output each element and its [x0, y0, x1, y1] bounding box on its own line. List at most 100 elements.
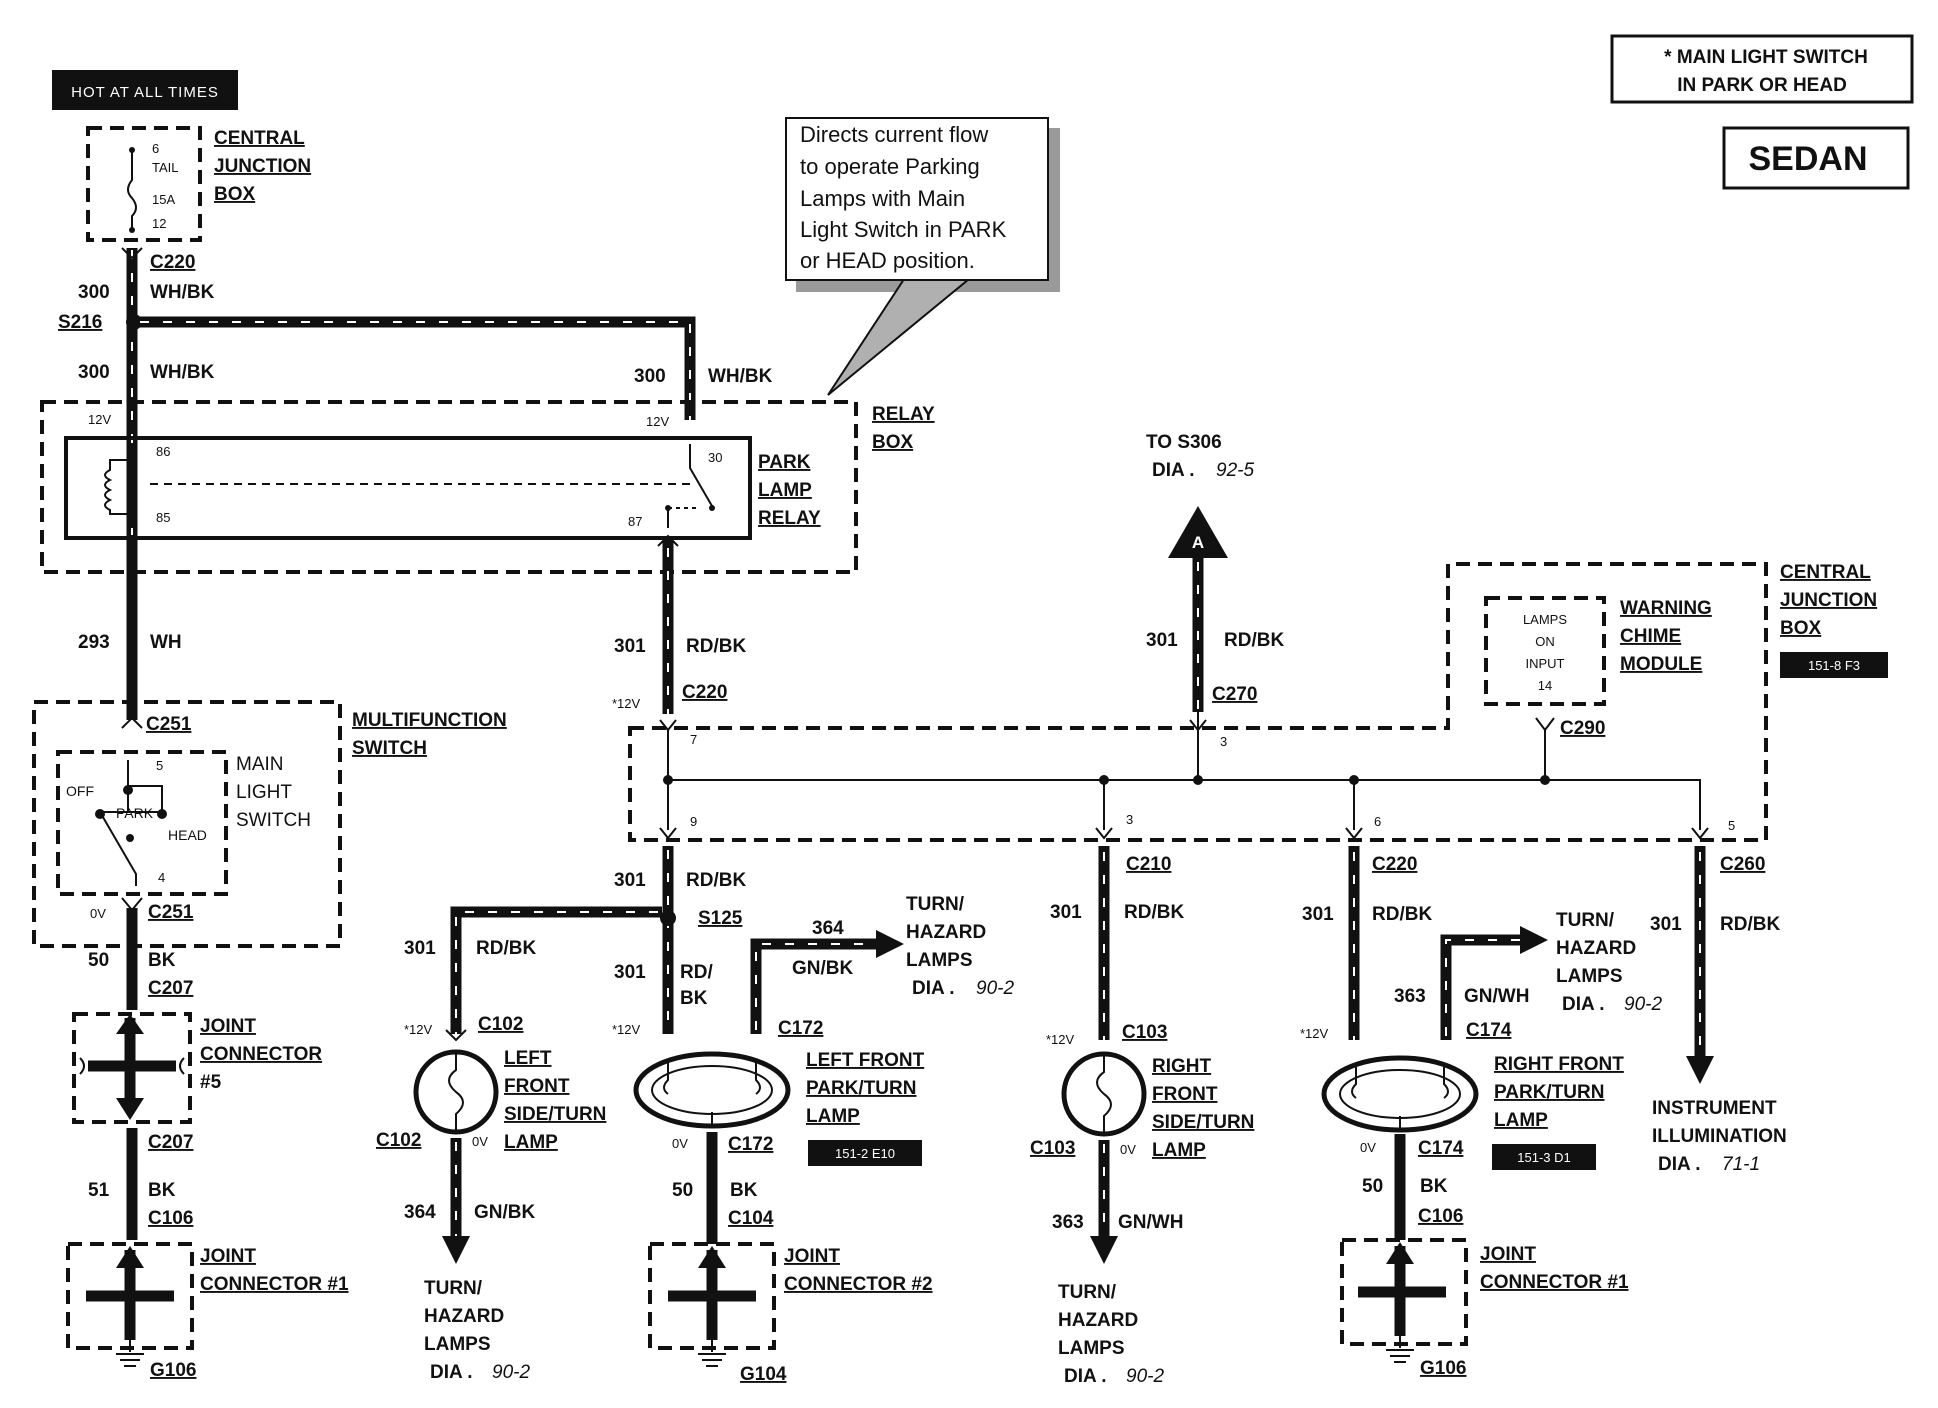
wire-364-a-arrow	[876, 930, 904, 958]
c220-b-label: C220	[682, 682, 727, 703]
rfp-label-3: LAMP	[1494, 1110, 1548, 1131]
dia-92-5-ref: 92-5	[1216, 460, 1254, 481]
rfs-label-4: LAMP	[1152, 1140, 1206, 1161]
wire-364-b-arrow	[442, 1236, 470, 1264]
main-light-switch	[56, 750, 228, 896]
switch-node-park	[126, 834, 134, 842]
wire-363-b-arrow	[1520, 926, 1548, 954]
dia-92-5-label: DIA .	[1152, 460, 1195, 481]
s216-label: S216	[58, 312, 102, 333]
c104-label: C104	[728, 1208, 774, 1229]
th2-b: HAZARD	[424, 1306, 504, 1327]
to-s306-label: TO S306	[1146, 432, 1222, 453]
rfs-label-1: RIGHT	[1152, 1056, 1212, 1077]
note-line-2: IN PARK OR HEAD	[1677, 75, 1847, 96]
g104-label: G104	[740, 1364, 787, 1385]
switch-pin-5: 5	[156, 758, 163, 773]
head-label: HEAD	[168, 827, 207, 843]
gnbk-a: GN/BK	[792, 958, 854, 979]
wire-363-a-arrow	[1090, 1236, 1118, 1264]
v0-a: 0V	[90, 906, 106, 921]
v12-e: *12V	[612, 1022, 641, 1037]
wire-364-b-label: 364	[404, 1202, 436, 1223]
rfp-label-2: PARK/TURN	[1494, 1082, 1604, 1103]
cjb-label-2: JUNCTION	[214, 156, 311, 177]
gnbk-b: GN/BK	[474, 1202, 536, 1223]
joint-connector-5	[72, 1012, 192, 1124]
wcm-input-4: 14	[1538, 678, 1552, 693]
wire-300-top	[134, 316, 696, 420]
wire-300-top-dash	[140, 321, 691, 420]
callout-box	[785, 117, 1049, 281]
lfs-label-3: SIDE/TURN	[504, 1104, 606, 1125]
hot-at-all-times-badge	[52, 70, 238, 110]
wire-301-e: 301	[614, 962, 646, 983]
th4-d: DIA .	[1562, 994, 1605, 1015]
fuse-name: TAIL	[152, 160, 179, 175]
relay-box-outline	[40, 400, 858, 574]
rdbk-b: RD/BK	[1224, 630, 1284, 651]
lfs-label-4: LAMP	[504, 1132, 558, 1153]
cjb-bus	[667, 712, 1701, 830]
v12-f: *12V	[1046, 1032, 1075, 1047]
relay-box-label-1: RELAY	[872, 404, 935, 425]
wire-363-b-label: 363	[1394, 986, 1426, 1007]
jc2-label-1: JOINT	[784, 1246, 840, 1267]
jc1-right-label-1: JOINT	[1480, 1244, 1536, 1265]
fuse-pin-top	[129, 147, 135, 153]
ref-151-8: 151-8 F3	[1808, 658, 1860, 673]
pin3-top-label: 3	[1220, 734, 1227, 749]
wire-301-d: 301	[404, 938, 436, 959]
jc1-left-ground-icon	[116, 1340, 144, 1367]
mls-label-3: SWITCH	[236, 810, 311, 831]
c260-label: C260	[1720, 854, 1765, 875]
bus-node-5	[1540, 775, 1550, 785]
pin5-label: 5	[1728, 818, 1735, 833]
cjb2-label-1: CENTRAL	[1780, 562, 1871, 583]
rdbk-h: RD/BK	[1720, 914, 1780, 935]
rdbk-c: RD/BK	[686, 870, 746, 891]
c251-a-label: C251	[146, 714, 192, 735]
c102-b-label: C102	[376, 1130, 421, 1151]
connector-pin7	[659, 719, 677, 732]
bus-node-4	[1349, 775, 1359, 785]
jc1-left-arrow	[116, 1246, 144, 1268]
bus-node-3	[1193, 775, 1203, 785]
pin-30: 30	[708, 450, 722, 465]
lfs-label-2: FRONT	[504, 1076, 570, 1097]
fuse-box	[86, 126, 202, 242]
wire-301-pin5-arrow	[1686, 1056, 1714, 1084]
c210-label: C210	[1126, 854, 1171, 875]
th2-r: 90-2	[492, 1362, 530, 1383]
th3-r: 90-2	[1126, 1366, 1164, 1387]
wire-301-a: 301	[614, 636, 646, 657]
wire-301-c: 301	[614, 870, 646, 891]
th1-c: LAMPS	[906, 950, 973, 971]
park-label: PARK	[116, 805, 154, 821]
c172-b-label: C172	[728, 1134, 773, 1155]
v12-a: 12V	[88, 412, 111, 427]
wire-364-a-dash	[755, 943, 876, 1030]
rdbk-f: RD/BK	[1124, 902, 1184, 923]
mfs-label-1: MULTIFUNCTION	[352, 710, 507, 731]
lfp-label-2: PARK/TURN	[806, 1078, 916, 1099]
wcm-label-1: WARNING	[1620, 598, 1712, 619]
ref-151-2-badge	[808, 1140, 922, 1166]
jc2-arrow	[698, 1246, 726, 1268]
switch-node-1	[123, 785, 133, 795]
th4-b: HAZARD	[1556, 938, 1636, 959]
lfp-label-1: LEFT FRONT	[806, 1050, 925, 1071]
connector-c220-top	[121, 247, 143, 260]
callout-line-3: Lamps with Main	[800, 186, 965, 211]
rfs-filament-icon	[1096, 1056, 1112, 1132]
connector-pin3t	[1189, 719, 1207, 732]
left-front-side-turn-lamp	[413, 1049, 499, 1135]
arrow-to-s306	[1168, 506, 1228, 558]
bk-e: BK	[680, 988, 708, 1009]
c290-label: C290	[1560, 718, 1605, 739]
cjb2-label-2: JUNCTION	[1780, 590, 1877, 611]
switch-node-head	[157, 809, 167, 819]
th3-c: LAMPS	[1058, 1338, 1125, 1359]
variant-box	[1722, 126, 1910, 190]
wire-300-a: 300	[78, 282, 110, 303]
